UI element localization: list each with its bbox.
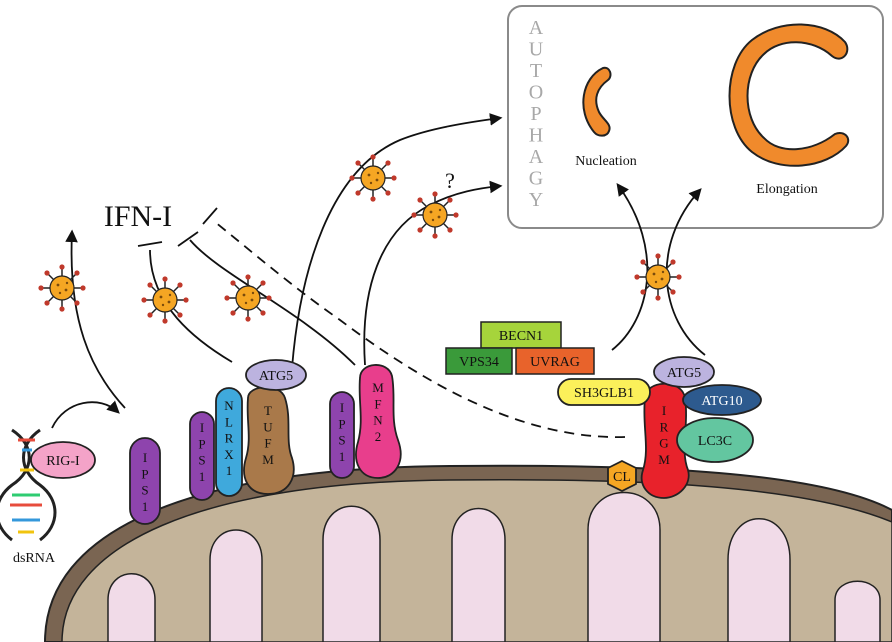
- crista: [107, 573, 156, 642]
- cl-label: CL: [613, 470, 631, 485]
- ips1-protein: [189, 411, 215, 501]
- ips1-protein: [329, 391, 355, 479]
- uvrag-label: UVRAG: [530, 355, 580, 370]
- lc3c-protein: [676, 417, 754, 463]
- irgm-protein: [640, 382, 690, 499]
- mfn2-protein: [355, 364, 402, 479]
- atg10-label: ATG10: [701, 394, 742, 409]
- virus-icon: [348, 153, 398, 203]
- mitochondrion: [43, 464, 892, 642]
- crista: [451, 507, 506, 642]
- ifn-i-label: IFN-I: [104, 200, 172, 233]
- arrow-rig1-to-ips1: [51, 400, 120, 429]
- vps34-label: VPS34: [459, 355, 499, 370]
- arrow-ips1-to-ifn: [65, 229, 126, 409]
- nlrx1-protein: [215, 387, 243, 497]
- autophagy-box: [507, 5, 884, 229]
- inhibit-bar-3: [202, 207, 218, 225]
- crista: [727, 518, 791, 642]
- rig1-protein: [30, 441, 96, 479]
- elongation-phagophore: [728, 23, 850, 167]
- sh3glb1-label: SH3GLB1: [574, 386, 634, 401]
- nucleation-label: Nucleation: [575, 154, 636, 169]
- virus-icon: [140, 275, 190, 325]
- virus-icon: [37, 263, 87, 313]
- inhibit-mfn2-ifn: [189, 239, 356, 366]
- crista: [587, 491, 661, 642]
- atg5-protein: [245, 359, 307, 391]
- inhibit-bar-1: [137, 241, 163, 247]
- dsrna-helix: [0, 428, 57, 542]
- atg5-label: ATG5: [667, 366, 701, 381]
- nucleation-phagophore: [582, 66, 612, 137]
- atg5-label: ATG5: [259, 369, 293, 384]
- virus-icon: [223, 273, 273, 323]
- inhibit-bar-2: [177, 231, 199, 247]
- rig1-label: RIG-I: [46, 454, 80, 469]
- virus-icon: [633, 252, 683, 302]
- crista: [322, 505, 381, 642]
- cardiolipin-hexagon: [607, 459, 637, 493]
- becn1-box: [480, 321, 562, 349]
- elongation-label: Elongation: [756, 182, 817, 197]
- atg5-protein: [653, 356, 715, 388]
- virus-icon: [410, 190, 460, 240]
- vps34-box: [445, 347, 513, 375]
- becn1-label: BECN1: [499, 329, 543, 344]
- atg10-protein: [682, 384, 762, 416]
- cristae-group: [107, 491, 881, 642]
- dsrna-label: dsRNA: [13, 551, 56, 566]
- crista: [834, 580, 881, 642]
- tufm-protein: [243, 386, 295, 495]
- question-mark: ?: [445, 168, 455, 193]
- inhibit-nlrx1-ifn: [149, 249, 233, 363]
- ips1-protein: [129, 437, 161, 525]
- lc3c-label: LC3C: [698, 434, 732, 449]
- sh3glb1-protein: [557, 378, 651, 406]
- arrow-tufm-to-autophagy: [291, 113, 503, 369]
- crista: [209, 529, 263, 642]
- uvrag-box: [515, 347, 595, 375]
